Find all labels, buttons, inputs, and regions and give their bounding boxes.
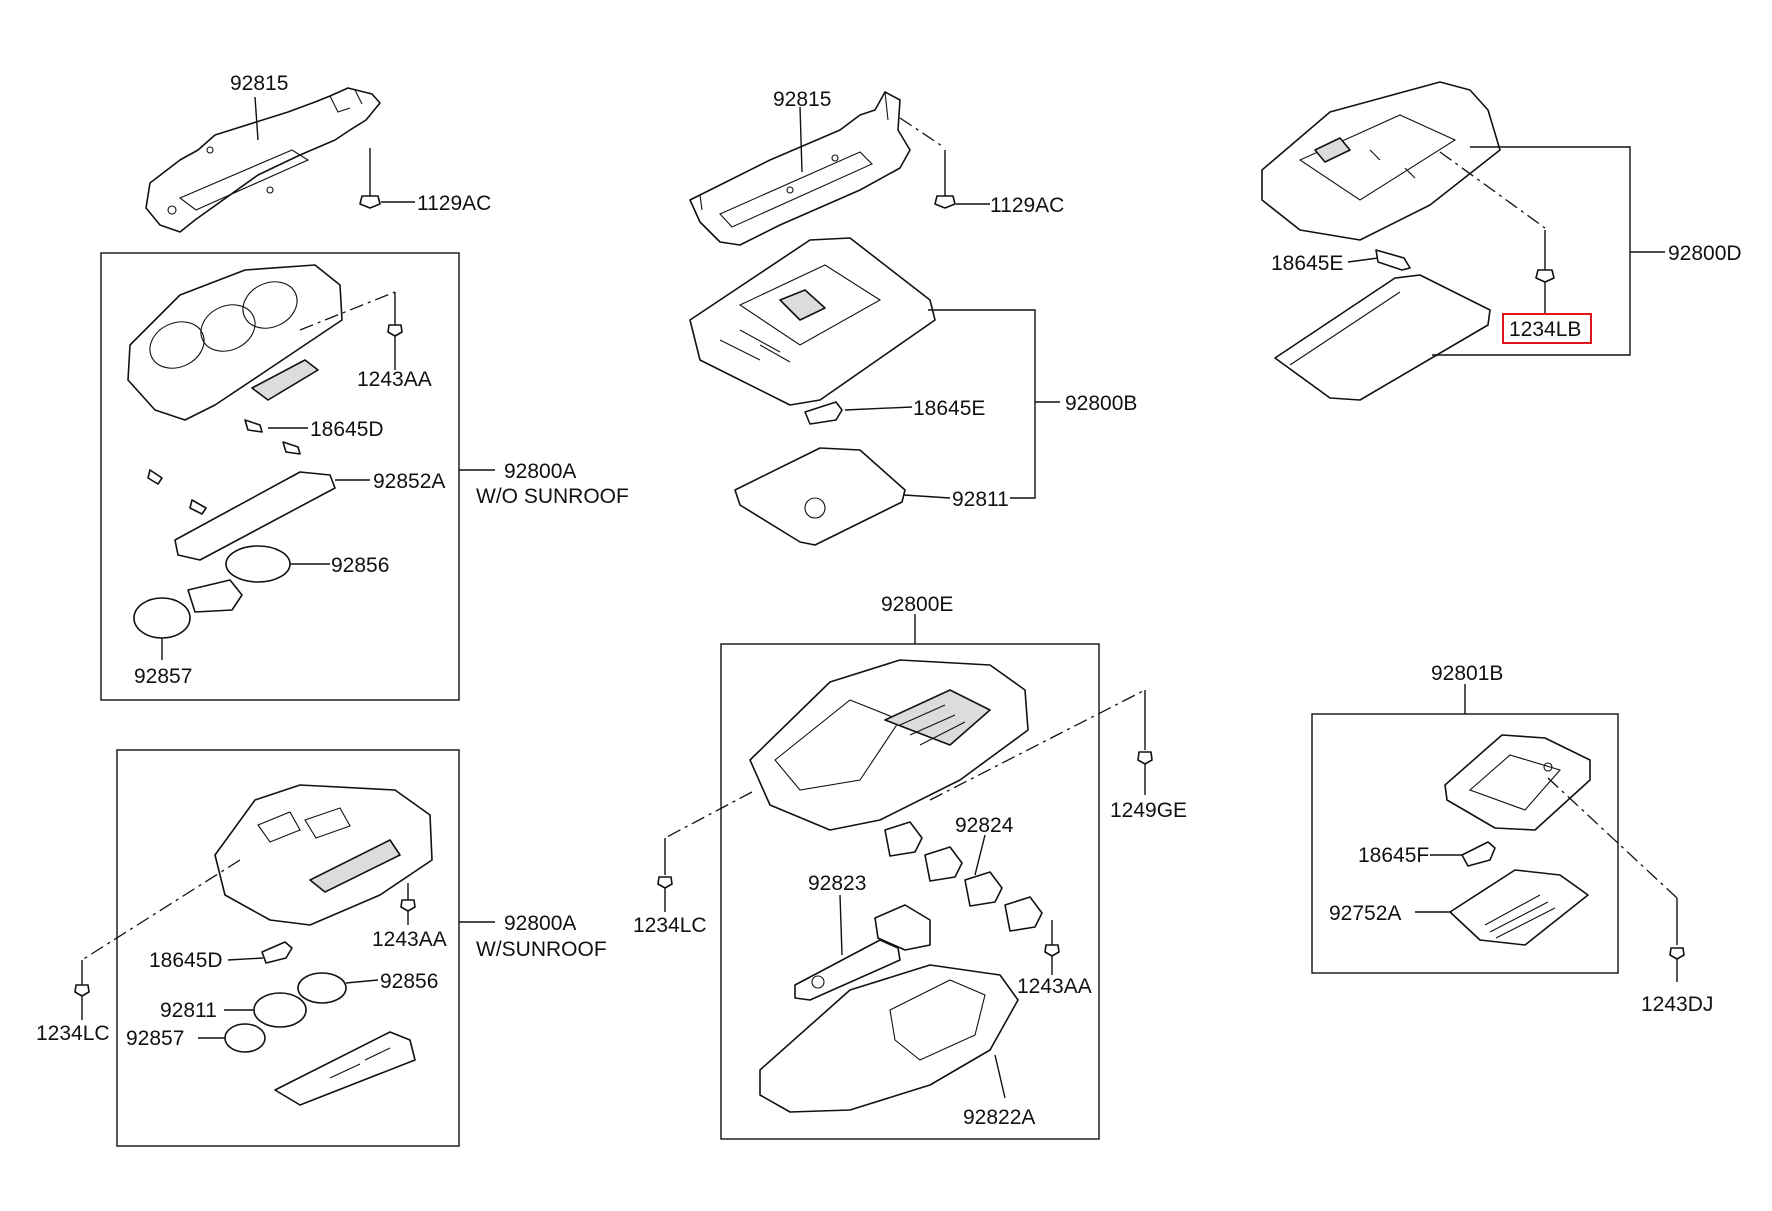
callout-92800a-w: 92800A [504, 912, 576, 935]
screw-1243aa-a [299, 291, 403, 370]
callout-92800a-wo: 92800A [504, 460, 576, 483]
callout-92801b: 92801B [1431, 662, 1503, 685]
screw-1234lc-e [657, 791, 753, 912]
callout-18645d-a: 18645D [310, 418, 384, 441]
lamp-housing-92800a [127, 264, 343, 421]
lens-panel-sunroof [274, 1031, 416, 1106]
callout-1129ac-left: 1129AC [417, 192, 491, 215]
callout-92800b: 92800B [1065, 392, 1137, 415]
lens-92811-b [734, 447, 951, 546]
callout-18645e-d: 18645E [1271, 252, 1343, 275]
note-w-sunroof: W/SUNROOF [476, 938, 607, 961]
screw-1243aa-e [1044, 920, 1060, 975]
bolt-1129ac-center [899, 117, 990, 209]
callout-1234lc-e: 1234LC [633, 914, 707, 937]
cover-92856-a [225, 545, 330, 583]
lamp-housing-92800a-sunroof [214, 784, 433, 926]
callout-18645e-b: 18645E [913, 397, 985, 420]
bolt-1129ac-left [359, 148, 415, 209]
callout-92752a: 92752A [1329, 902, 1401, 925]
highlight-1234lb [1502, 313, 1592, 344]
callout-92856-s: 92856 [380, 970, 438, 993]
cover-92857-a [133, 579, 243, 660]
callout-92852a: 92852A [373, 470, 445, 493]
callout-1234lc-s: 1234LC [36, 1022, 110, 1045]
callout-92857-a: 92857 [134, 665, 192, 688]
screw-1249ge [929, 689, 1153, 801]
bracket-92815-center [689, 91, 911, 246]
cover-92857-s [198, 1023, 266, 1053]
callout-1249ge: 1249GE [1110, 799, 1187, 822]
box-92800a-w-sunroof [116, 749, 460, 1147]
callout-92815-center: 92815 [773, 88, 831, 111]
lamp-housing-92801b [1444, 734, 1591, 831]
callout-1243aa-s: 1243AA [372, 928, 447, 951]
note-wo-sunroof: W/O SUNROOF [476, 485, 629, 508]
callout-1234lb: 1234LB [1509, 318, 1581, 341]
bulb-18645f [1430, 841, 1496, 867]
box-92800e [720, 643, 1100, 1140]
callout-1129ac-center: 1129AC [990, 194, 1064, 217]
lamp-housing-92800d [1261, 81, 1501, 241]
callout-92856-a: 92856 [331, 554, 389, 577]
callout-18645d-s: 18645D [149, 949, 223, 972]
switches-92824 [884, 821, 1043, 932]
callout-92823: 92823 [808, 872, 866, 895]
callout-1243aa-a: 1243AA [357, 368, 432, 391]
callout-92822a: 92822A [963, 1106, 1035, 1129]
screw-1243dj [1547, 777, 1685, 982]
callout-92811-s: 92811 [160, 999, 217, 1022]
bulb-18645e-b [804, 401, 913, 425]
callout-92857-s: 92857 [126, 1027, 184, 1050]
lamp-housing-92800e [749, 659, 1029, 831]
callout-92811-b: 92811 [952, 488, 1009, 511]
screw-1243aa-s [400, 883, 416, 925]
box-92800a-wo-sunroof [100, 252, 460, 701]
bulb-18645e-d [1347, 249, 1411, 271]
callout-1243dj: 1243DJ [1641, 993, 1713, 1016]
callout-18645f: 18645F [1358, 844, 1429, 867]
screw-1234lb [1439, 151, 1555, 315]
screw-1234lc-s [74, 859, 241, 1020]
bulb-18645d-s [227, 941, 293, 964]
callout-1243aa-e: 1243AA [1017, 975, 1092, 998]
lamp-housing-92800b [689, 237, 936, 406]
callout-92815-left: 92815 [230, 72, 288, 95]
lens-92811-s [224, 992, 307, 1028]
lens-92800d [1274, 274, 1491, 401]
switch-92823 [794, 894, 931, 1001]
bracket-92815-left [145, 87, 381, 233]
callout-92800d: 92800D [1668, 242, 1742, 265]
lens-92752a [1415, 869, 1589, 946]
bulbs-18645d-a [244, 419, 308, 455]
cover-92856-s [297, 972, 379, 1004]
lens-92852a [147, 469, 370, 561]
lens-92822a [759, 964, 1019, 1113]
callout-92800e: 92800E [881, 593, 953, 616]
callout-92824: 92824 [955, 814, 1014, 837]
